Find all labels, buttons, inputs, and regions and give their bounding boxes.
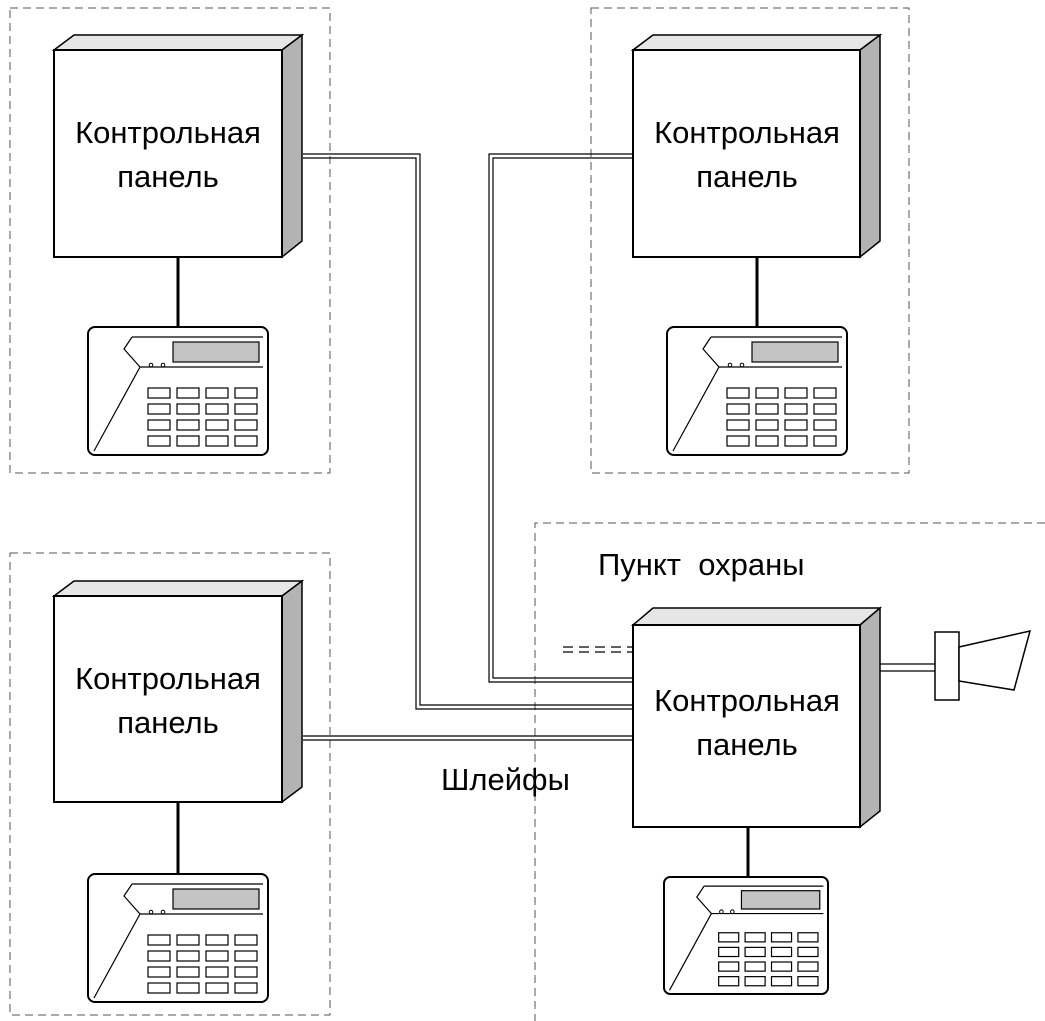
keypad-key: [770, 946, 793, 958]
keypad-key: [784, 419, 808, 431]
keypad-key: [234, 419, 258, 431]
keypad-screen: [172, 341, 260, 363]
loops-label: Шлейфы: [441, 762, 570, 797]
keypad-key: [234, 403, 258, 415]
keypad-key: [718, 976, 740, 987]
keypad-key: [205, 982, 229, 994]
keypad-key: [176, 403, 200, 415]
keypad-key: [797, 932, 819, 943]
keypad-key: [234, 387, 258, 399]
panel-label-line2: панель: [696, 159, 798, 194]
keypad-key: [205, 419, 229, 431]
keypad-key: [205, 403, 229, 415]
keypad-key: [813, 387, 837, 399]
keypad-key: [813, 403, 837, 415]
control-panel-bottom-left: Контрольная панель: [51, 579, 305, 804]
zone-top-left: [9, 7, 331, 474]
panel-label-line1: Контрольная: [75, 115, 261, 150]
keypad-key: [726, 419, 750, 431]
loop-wire-extra-dashed: [563, 646, 632, 653]
keypad-key: [744, 932, 766, 943]
keypad-key: [744, 976, 766, 987]
keypad-key: [147, 419, 171, 431]
keypad-key: [176, 982, 200, 994]
keypad-key: [205, 950, 229, 962]
keypad-key: [176, 419, 200, 431]
loop-wire-bottom-left: [303, 735, 632, 741]
keypad-key: [755, 435, 779, 447]
keypad-key: [147, 387, 171, 399]
keypad-top-right: [666, 326, 848, 456]
panel-label-line1: Контрольная: [654, 683, 840, 718]
keypad-key: [726, 403, 750, 415]
keypad-key: [813, 435, 837, 447]
keypad-key: [205, 934, 229, 946]
panel-label-line1: Контрольная: [654, 115, 840, 150]
keypad-key: [784, 435, 808, 447]
keypad-screen: [751, 341, 839, 363]
keypad-bottom-left: [87, 873, 269, 1003]
keypad-key: [813, 419, 837, 431]
control-panel-guard-post: Контрольная панель: [630, 606, 883, 829]
keypad-key: [797, 961, 819, 972]
siren-icon: [880, 629, 1032, 701]
zone-guard-post: [534, 522, 1045, 1021]
panel-label-line2: панель: [117, 705, 219, 740]
loop-wire-top-right: [488, 153, 633, 683]
keypad-key: [770, 976, 793, 987]
keypad-key: [755, 419, 779, 431]
keypad-screen: [172, 888, 260, 910]
keypad-key: [234, 966, 258, 978]
keypad-key: [770, 932, 793, 943]
keypad-key: [205, 966, 229, 978]
keypad-key: [797, 946, 819, 958]
keypad-guard-post: [663, 876, 829, 995]
keypad-key: [726, 387, 750, 399]
keypad-key: [784, 403, 808, 415]
keypad-key: [718, 961, 740, 972]
keypad-key: [147, 435, 171, 447]
keypad-screen: [740, 890, 821, 910]
keypad-key: [726, 435, 750, 447]
keypad-key: [147, 950, 171, 962]
keypad-key: [755, 387, 779, 399]
keypads: [87, 326, 848, 1003]
keypad-key: [755, 403, 779, 415]
keypad-key: [234, 934, 258, 946]
control-panel-top-left: Контрольная панель: [51, 33, 305, 259]
keypad-key: [234, 435, 258, 447]
keypad-key: [784, 387, 808, 399]
panel-label-line1: Контрольная: [75, 661, 261, 696]
keypad-key: [147, 982, 171, 994]
zone-bottom-left: [9, 552, 331, 1016]
keypad-key: [176, 950, 200, 962]
keypad-key: [744, 961, 766, 972]
keypad-key: [770, 961, 793, 972]
keypad-key: [205, 435, 229, 447]
keypad-key: [797, 976, 819, 987]
keypad-key: [176, 934, 200, 946]
keypad-key: [234, 950, 258, 962]
panel-label-line2: панель: [696, 727, 798, 762]
keypad-key: [176, 387, 200, 399]
keypad-key: [234, 982, 258, 994]
zone-top-right: [590, 7, 910, 474]
keypad-key: [176, 966, 200, 978]
keypad-key: [718, 932, 740, 943]
keypad-top-left: [87, 326, 269, 456]
keypad-key: [147, 403, 171, 415]
panel-label-line2: панель: [117, 159, 219, 194]
guard-post-label: Пункт охраны: [598, 547, 805, 582]
keypad-key: [176, 435, 200, 447]
keypad-key: [744, 946, 766, 958]
keypad-key: [205, 387, 229, 399]
keypad-key: [147, 934, 171, 946]
keypad-key: [718, 946, 740, 958]
loop-wire-top-left: [303, 153, 632, 710]
keypad-key: [147, 966, 171, 978]
control-panel-top-right: Контрольная панель: [630, 33, 883, 259]
